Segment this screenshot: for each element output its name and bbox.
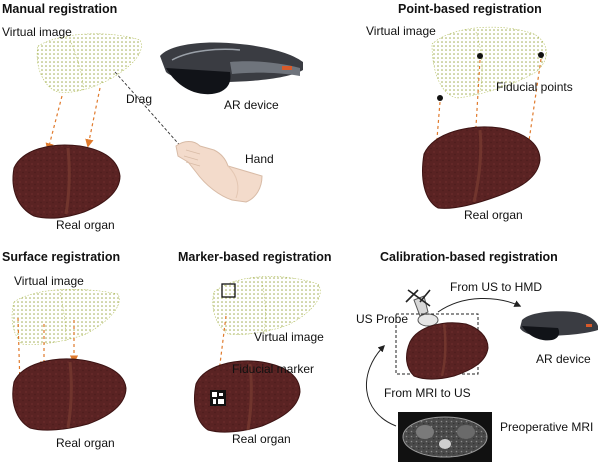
fiducial-point bbox=[477, 53, 483, 59]
manual-projection-arrow-left bbox=[45, 95, 63, 152]
probe-icon bbox=[405, 289, 439, 327]
marker-real-organ bbox=[194, 360, 301, 433]
us-to-hmd-arrow bbox=[437, 298, 522, 313]
calibration-title: Calibration-based registration bbox=[380, 250, 558, 264]
calibration-real-organ bbox=[406, 322, 489, 380]
us-to-hmd-label: From US to HMD bbox=[450, 280, 543, 294]
surface-organ-label: Real organ bbox=[56, 436, 115, 450]
fiducial-marker-label: Fiducial marker bbox=[232, 362, 315, 376]
ar-headset-small-icon bbox=[520, 311, 598, 341]
manual-virtual-mesh bbox=[36, 33, 142, 93]
point-organ-label: Real organ bbox=[464, 208, 523, 222]
marker-title: Marker-based registration bbox=[178, 250, 332, 264]
manual-real-organ bbox=[12, 144, 121, 219]
marker-virtual-label: Virtual image bbox=[254, 330, 324, 344]
surface-virtual-mesh bbox=[11, 289, 120, 345]
drag-label: Drag bbox=[126, 92, 153, 106]
point-virtual-label: Virtual image bbox=[366, 24, 436, 38]
hand-icon bbox=[175, 141, 263, 203]
manual-projection-arrow-right bbox=[85, 87, 101, 148]
us-probe-label: US Probe bbox=[356, 312, 409, 326]
marker-virtual-mesh bbox=[212, 276, 321, 335]
point-virtual-mesh bbox=[431, 26, 547, 99]
surface-virtual-label: Virtual image bbox=[14, 274, 84, 288]
manual-title: Manual registration bbox=[2, 2, 118, 16]
marker-arrow bbox=[214, 315, 227, 382]
ar-headset-icon bbox=[160, 42, 303, 95]
fiducial-point bbox=[437, 95, 443, 101]
preoperative-mri-label: Preoperative MRI bbox=[500, 420, 594, 434]
fiducial-marker-icon bbox=[210, 390, 226, 406]
mri-slice-image bbox=[398, 412, 492, 462]
surface-title: Surface registration bbox=[2, 250, 121, 264]
manual-device-label: AR device bbox=[224, 98, 279, 112]
calibration-device-label: AR device bbox=[536, 352, 591, 366]
point-real-organ bbox=[422, 126, 541, 209]
drag-line bbox=[114, 71, 185, 151]
manual-virtual-label: Virtual image bbox=[2, 25, 72, 39]
hand-label: Hand bbox=[245, 152, 274, 166]
fiducial-point bbox=[538, 52, 544, 58]
mri-to-us-label: From MRI to US bbox=[384, 386, 471, 400]
surface-real-organ bbox=[12, 358, 127, 431]
fiducial-points-label: Fiducial points bbox=[496, 80, 573, 94]
point-title: Point-based registration bbox=[398, 2, 542, 16]
manual-organ-label: Real organ bbox=[56, 218, 115, 232]
virtual-marker-square bbox=[221, 283, 236, 298]
mri-to-us-arrow bbox=[365, 345, 397, 427]
marker-organ-label: Real organ bbox=[232, 432, 291, 446]
